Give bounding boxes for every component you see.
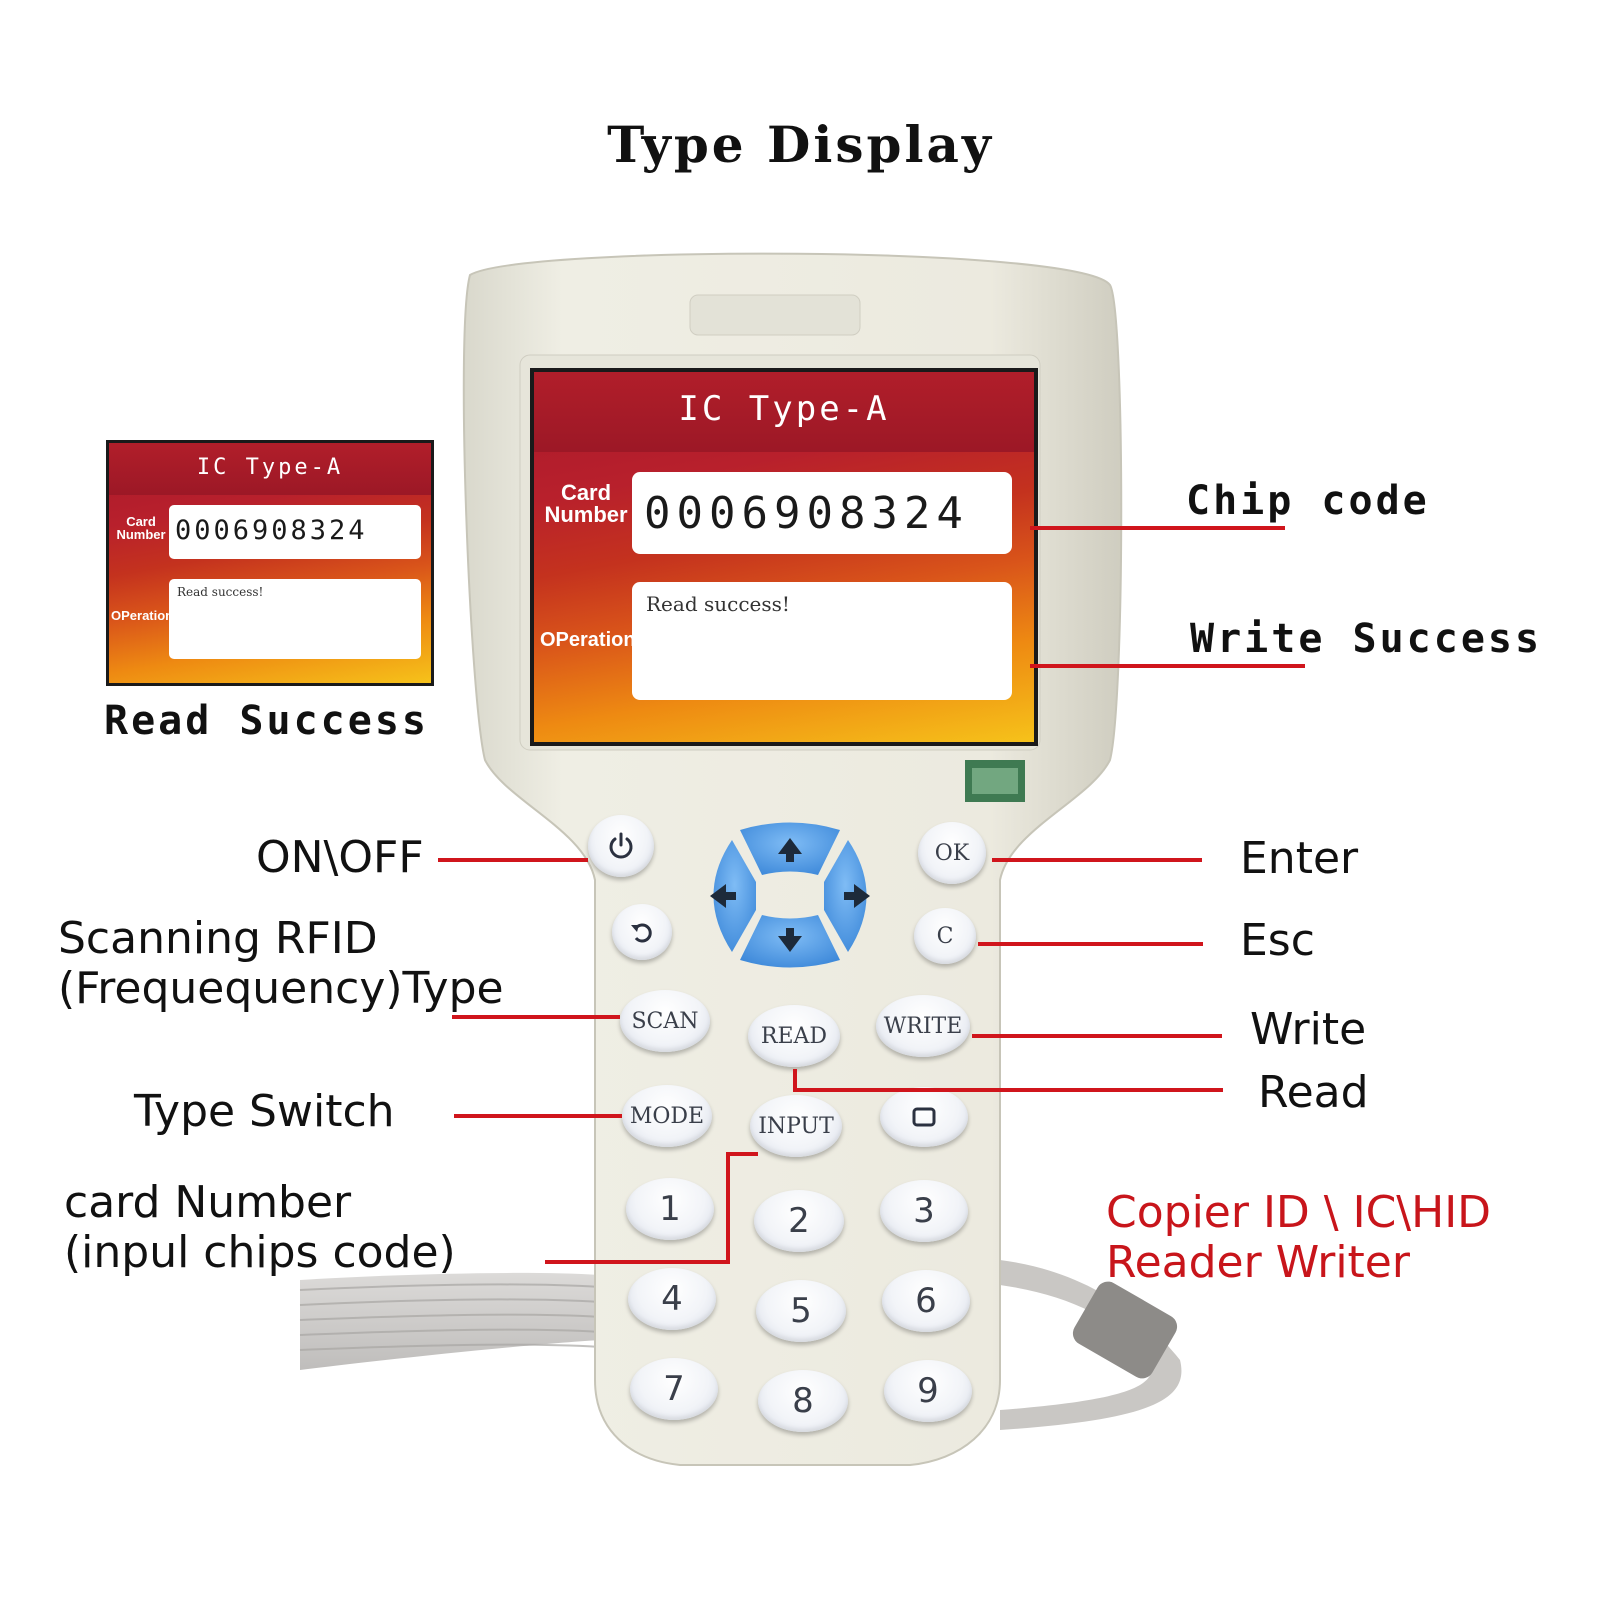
leader-write-success <box>1030 664 1305 668</box>
inset-operation-label: OPeration <box>111 608 174 623</box>
inset-operation-message-box <box>169 579 421 659</box>
power-button[interactable] <box>588 815 654 877</box>
input-button[interactable]: INPUT <box>750 1095 842 1157</box>
mode-button[interactable]: MODE <box>622 1085 712 1147</box>
main-screen: IC Type-A Card Number 0006908324 OPerati… <box>530 368 1038 746</box>
inset-operation-message: Read success! <box>177 585 264 599</box>
callout-scanning-line2: (Frequequency)Type <box>58 963 504 1014</box>
leader-esc <box>978 942 1203 946</box>
inset-card-number-label: Card Number <box>116 514 166 542</box>
inset-card-number-box <box>169 505 421 559</box>
page-title: Type Display <box>607 115 994 174</box>
callout-read: Read <box>1258 1067 1369 1118</box>
product-caption-line1: Copier ID \ IC\HID <box>1106 1187 1492 1238</box>
key-1[interactable]: 1 <box>626 1178 714 1240</box>
callout-esc: Esc <box>1240 915 1315 966</box>
callout-chip-code: Chip code <box>1186 478 1430 524</box>
back-button[interactable] <box>612 904 672 960</box>
nav-dpad <box>710 822 870 968</box>
key-9[interactable]: 9 <box>884 1360 972 1422</box>
nav-down-button[interactable] <box>740 915 840 968</box>
card-number-box <box>632 472 1012 554</box>
product-caption-line2: Reader Writer <box>1106 1237 1410 1288</box>
operation-label: OPeration <box>540 629 636 651</box>
key-6[interactable]: 6 <box>882 1270 970 1332</box>
card-number-label: Card Number <box>544 480 628 527</box>
key-4[interactable]: 4 <box>628 1268 716 1330</box>
card-number-value: 0006908324 <box>644 488 969 539</box>
inset-screen-header: IC Type-A <box>109 443 431 495</box>
write-button[interactable]: WRITE <box>876 995 970 1057</box>
inset-screen: IC Type-A Card Number 0006908324 OPerati… <box>106 440 434 686</box>
ok-button[interactable]: OK <box>918 822 986 884</box>
leader-card-number-top <box>726 1152 758 1156</box>
callout-card-number-line1: card Number <box>64 1177 352 1228</box>
arrow-right-icon <box>844 884 870 908</box>
nav-left-button[interactable] <box>710 840 756 952</box>
operation-message-box <box>632 582 1012 700</box>
callout-enter: Enter <box>1240 833 1359 884</box>
key-5[interactable]: 5 <box>756 1280 846 1342</box>
leader-enter <box>992 858 1202 862</box>
leader-type-switch <box>454 1114 622 1118</box>
c-button[interactable]: C <box>914 908 976 964</box>
scan-button[interactable]: SCAN <box>620 990 710 1052</box>
power-icon <box>609 832 633 859</box>
leader-on-off <box>438 858 588 862</box>
leader-card-number-vertical <box>726 1155 730 1264</box>
leader-read-vertical <box>793 1069 797 1091</box>
key-7[interactable]: 7 <box>630 1358 718 1420</box>
leader-read-horizontal <box>793 1088 1223 1092</box>
callout-write: Write <box>1250 1004 1367 1055</box>
callout-write-success: Write Success <box>1190 616 1543 662</box>
nav-up-button[interactable] <box>740 822 840 876</box>
lanyard-strap-right <box>1000 1260 1182 1430</box>
screen-header: IC Type-A <box>534 372 1034 452</box>
callout-on-off: ON\OFF <box>256 832 424 883</box>
lanyard-clip <box>1072 1281 1178 1379</box>
leader-card-number-horizontal <box>545 1260 730 1264</box>
arrow-up-icon <box>778 838 802 862</box>
callout-read-success: Read Success <box>104 698 429 744</box>
key-2[interactable]: 2 <box>754 1190 844 1252</box>
inset-card-number-value: 0006908324 <box>175 515 368 546</box>
operation-message: Read success! <box>646 592 790 616</box>
arrow-down-icon <box>778 928 802 952</box>
leader-scanning <box>452 1015 620 1019</box>
arrow-left-icon <box>710 884 736 908</box>
back-arrow-icon <box>631 923 652 943</box>
key-3[interactable]: 3 <box>880 1180 968 1242</box>
stop-button[interactable] <box>880 1087 968 1147</box>
nav-right-button[interactable] <box>824 840 870 952</box>
leader-write <box>972 1034 1222 1038</box>
key-8[interactable]: 8 <box>758 1370 848 1432</box>
square-icon <box>912 1107 936 1127</box>
callout-scanning-line1: Scanning RFID <box>58 913 378 964</box>
callout-type-switch: Type Switch <box>134 1086 395 1137</box>
read-button[interactable]: READ <box>748 1005 840 1067</box>
leader-chip-code <box>1030 526 1285 530</box>
callout-card-number-line2: (inpul chips code) <box>64 1227 456 1278</box>
